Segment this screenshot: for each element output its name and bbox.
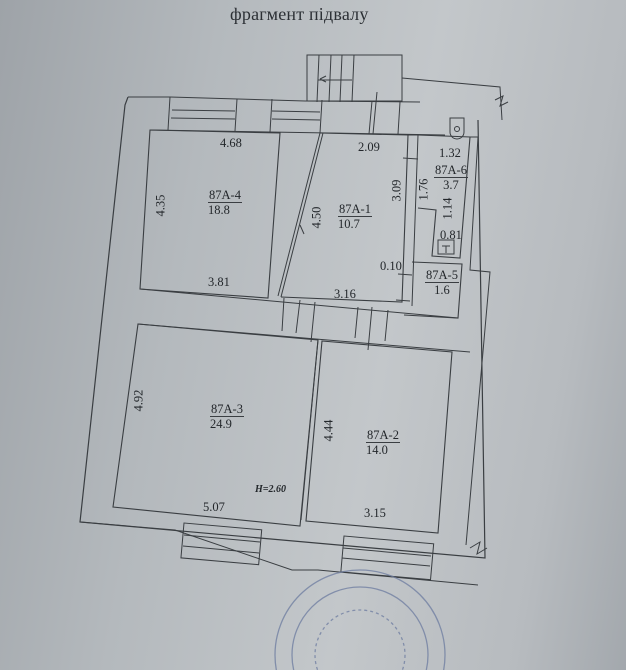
dim-r4-bottom: 3.81 bbox=[208, 275, 230, 289]
room-87A-1 bbox=[280, 132, 409, 303]
dim-r4-top: 4.68 bbox=[220, 136, 242, 150]
sink-icon bbox=[437, 239, 455, 255]
room-label-87A-6: 87А-6 3.7 bbox=[434, 163, 468, 192]
room-label-87A-1: 87А-1 10.7 bbox=[338, 202, 372, 231]
dim-r4-left: 4.35 bbox=[153, 194, 168, 217]
official-stamp bbox=[274, 569, 446, 670]
room-label-87A-5: 87А-5 1.6 bbox=[425, 268, 459, 297]
dim-r2-bottom: 3.15 bbox=[364, 506, 386, 520]
room-code: 87А-6 bbox=[434, 163, 468, 178]
bottom-stair-right bbox=[340, 535, 435, 581]
dim-r1-bottom: 3.16 bbox=[334, 287, 356, 301]
toilet-icon bbox=[449, 117, 465, 140]
room-label-87A-2: 87А-2 14.0 bbox=[366, 428, 400, 457]
room-87A-2 bbox=[305, 340, 453, 534]
dim-r1-gap: 0.10 bbox=[380, 259, 402, 273]
room-code: 87А-2 bbox=[366, 428, 400, 443]
dim-r6-left: 1.76 bbox=[416, 178, 431, 201]
stair-arrow-icon bbox=[319, 75, 327, 83]
ceiling-height-label: H=2.60 bbox=[255, 484, 286, 495]
dim-r6-bottom: 0.81 bbox=[440, 228, 462, 242]
room-87A-5 bbox=[403, 261, 463, 319]
room-87A-3 bbox=[112, 323, 319, 527]
break-line-icon bbox=[494, 95, 509, 107]
dim-r1-right: 3.09 bbox=[389, 179, 404, 202]
room-area: 24.9 bbox=[210, 417, 232, 431]
room-area: 18.8 bbox=[208, 203, 230, 217]
room-label-87A-4: 87А-4 18.8 bbox=[208, 188, 242, 217]
room-code: 87А-5 bbox=[425, 268, 459, 283]
plan-title: фрагмент підвалу bbox=[230, 4, 369, 24]
break-line-icon bbox=[469, 540, 488, 556]
dim-r6-top: 1.32 bbox=[439, 146, 461, 160]
dim-r6-mid: 1.14 bbox=[440, 197, 455, 220]
room-area: 3.7 bbox=[443, 178, 459, 192]
room-code: 87А-1 bbox=[338, 202, 372, 217]
dim-r1-top: 2.09 bbox=[358, 140, 380, 154]
room-area: 10.7 bbox=[338, 217, 360, 231]
dim-r2-left: 4.44 bbox=[321, 419, 336, 442]
room-87A-4 bbox=[139, 129, 281, 299]
room-87A-6 bbox=[417, 134, 471, 259]
bottom-stair-left bbox=[180, 522, 263, 566]
dim-r3-left: 4.92 bbox=[131, 389, 146, 412]
dim-r1-diag: 4.50 bbox=[309, 206, 324, 229]
room-code: 87А-4 bbox=[208, 188, 242, 203]
room-area: 1.6 bbox=[434, 283, 450, 297]
room-code: 87А-3 bbox=[210, 402, 244, 417]
room-label-87A-3: 87А-3 24.9 bbox=[210, 402, 244, 431]
dim-r3-bottom: 5.07 bbox=[203, 500, 225, 514]
room-area: 14.0 bbox=[366, 443, 388, 457]
